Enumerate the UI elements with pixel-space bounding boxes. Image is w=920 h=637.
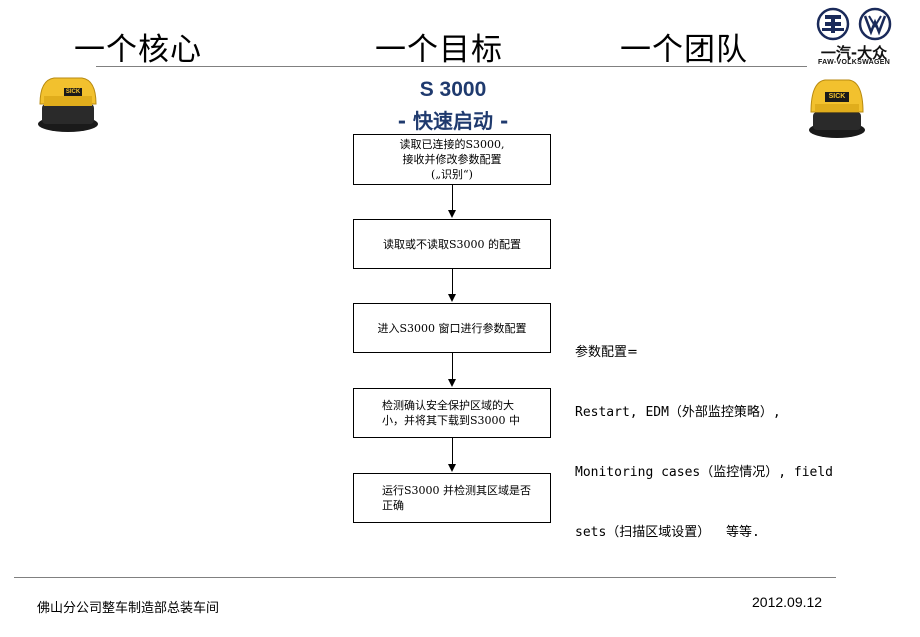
flow-step-4-line-1: 检测确认安全保护区域的大 (382, 399, 514, 412)
flow-arrow-3 (452, 353, 453, 380)
flow-step-5-line-2: 正确 (382, 499, 404, 512)
faw-vw-logo: 一汽-大众 FAW-VOLKSWAGEN (799, 6, 909, 68)
note-line-1: Restart, EDM（外部监控策略）, (575, 405, 781, 420)
flow-step-4: 检测确认安全保护区域的大 小，并将其下载到S3000 中 (353, 388, 551, 438)
note-line-3: sets（扫描区域设置） 等等. (575, 525, 760, 540)
sick-label-right: SICK (828, 93, 846, 100)
flow-step-1: 读取已连接的S3000, 接收并修改参数配置 („识别“) (353, 134, 551, 185)
flow-step-2: 读取或不读取S3000 的配置 (353, 219, 551, 269)
faw-emblem-icon (816, 7, 892, 41)
flow-arrowhead-2 (448, 294, 456, 302)
slogan-team: 一个团队 (620, 32, 748, 68)
footer-divider (14, 577, 836, 578)
parameter-note: 参数配置= Restart, EDM（外部监控策略）, Monitoring c… (575, 303, 833, 563)
note-line-2: Monitoring cases（监控情况）, field (575, 465, 834, 480)
footer-department: 佛山分公司整车制造部总装车间 (37, 601, 220, 616)
flow-step-4-line-2: 小，并将其下载到S3000 中 (382, 414, 521, 427)
flow-arrow-2 (452, 269, 453, 295)
logo-brand-sub: FAW-VOLKSWAGEN (817, 59, 891, 66)
page-title: S 3000 (419, 78, 487, 101)
slogan-core: 一个核心 (74, 32, 202, 68)
note-heading: 参数配置= (575, 345, 638, 360)
sick-scanner-image-left: SICK (34, 70, 102, 134)
footer-date: 2012.09.12 (752, 594, 823, 610)
flow-step-1-line-2: 接收并修改参数配置 (402, 153, 502, 166)
flow-arrow-1 (452, 185, 453, 211)
flow-step-3: 进入S3000 窗口进行参数配置 (353, 303, 551, 353)
logo-brand-text: 一汽-大众 (820, 44, 888, 62)
flow-arrow-4 (452, 438, 453, 465)
flow-step-1-line-3: („识别“) (431, 168, 473, 181)
subtitle-text: - 快速启动 - (397, 109, 509, 133)
sick-label-left: SICK (65, 89, 81, 95)
sick-scanner-image-right: SICK (805, 74, 869, 140)
flow-arrowhead-4 (448, 464, 456, 472)
flow-arrowhead-3 (448, 379, 456, 387)
slogan-goal: 一个目标 (375, 32, 503, 68)
header-divider (96, 66, 807, 67)
flow-step-2-line-1: 读取或不读取S3000 的配置 (382, 237, 522, 251)
flow-step-5: 运行S3000 并检测其区域是否 正确 (353, 473, 551, 523)
flow-arrowhead-1 (448, 210, 456, 218)
page-subtitle: - 快速启动 - (340, 105, 566, 134)
flow-step-3-line-1: 进入S3000 窗口进行参数配置 (377, 321, 527, 335)
flow-step-1-line-1: 读取已连接的S3000, (399, 138, 505, 151)
flow-step-5-line-1: 运行S3000 并检测其区域是否 (382, 484, 532, 497)
